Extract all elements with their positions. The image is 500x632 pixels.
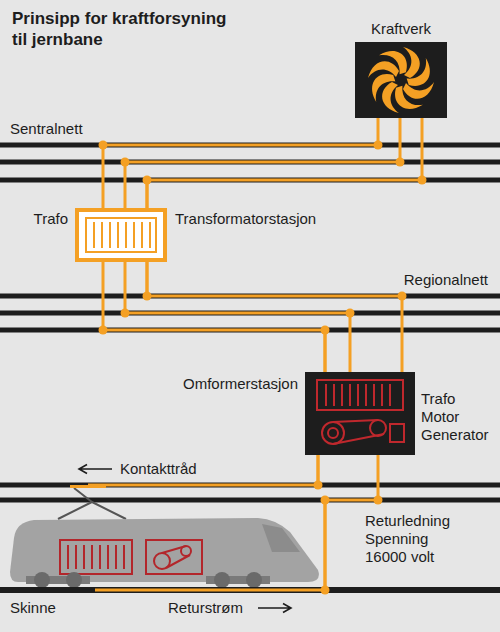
power-wire	[324, 334, 327, 372]
power-plant-box: Kraftverk	[355, 42, 447, 118]
node-label: Kontakttråd	[120, 460, 197, 478]
transformer-icon	[77, 210, 165, 260]
text-wrap: Kraftverk	[355, 20, 447, 38]
junction-dots	[99, 141, 427, 505]
direction-arrow	[79, 465, 112, 474]
node-label: Trafo	[34, 210, 68, 228]
text-wrap: Skinne	[10, 599, 56, 617]
power-plant-icon	[355, 42, 447, 118]
network-band: Kontakttråd	[0, 482, 500, 504]
transformer-box: TrafoTransformatorstasjon	[75, 208, 167, 262]
text-wrap: Trafo Motor Generator	[421, 390, 489, 444]
node-label: Skinne	[10, 599, 56, 617]
node-label: Trafo Motor Generator	[421, 390, 489, 444]
label-wrap: Returstrøm	[168, 599, 243, 617]
flow-label: Returstrøm	[168, 599, 243, 617]
text-wrap: Regionalnett	[404, 271, 488, 289]
return-current-wire	[95, 589, 325, 592]
converter-icon	[305, 372, 415, 455]
network-band: Skinne	[0, 586, 500, 594]
turbine-swirl	[364, 43, 437, 116]
text-wrap: Kontakttråd	[120, 460, 197, 478]
node-label: Transformatorstasjon	[175, 210, 316, 228]
node-label: Sentralnett	[10, 120, 83, 138]
wire-note: Returledning Spenning 16000 volt	[365, 512, 461, 566]
label-wrap: Returledning Spenning 16000 volt	[365, 512, 461, 566]
node-label: Kraftverk	[355, 20, 447, 38]
text-wrap: Omformerstasjon	[183, 375, 298, 393]
node-label: Omformerstasjon	[183, 375, 298, 393]
network-lines	[0, 143, 500, 503]
train-illustration	[10, 487, 319, 589]
network-band: Sentralnett	[0, 142, 500, 184]
power-wire	[317, 455, 320, 482]
direction-arrow	[258, 604, 291, 613]
text-wrap: Trafo	[34, 210, 68, 228]
converter-box: OmformerstasjonTrafo Motor Generator	[305, 372, 415, 455]
power-wire	[146, 262, 149, 293]
junction-dot	[321, 586, 330, 595]
title-wrap: Prinsipp for kraftforsyning til jernbane	[12, 8, 236, 50]
power-wire	[324, 504, 327, 586]
text-wrap: Sentralnett	[10, 120, 83, 138]
node-label: Regionalnett	[404, 271, 488, 289]
text-wrap: Transformatorstasjon	[175, 210, 316, 228]
rail-line	[0, 587, 500, 593]
diagram-title: Prinsipp for kraftforsyning til jernbane	[12, 8, 236, 50]
power-wire	[146, 184, 149, 208]
power-wire	[377, 118, 380, 142]
network-band: Regionalnett	[0, 293, 500, 334]
